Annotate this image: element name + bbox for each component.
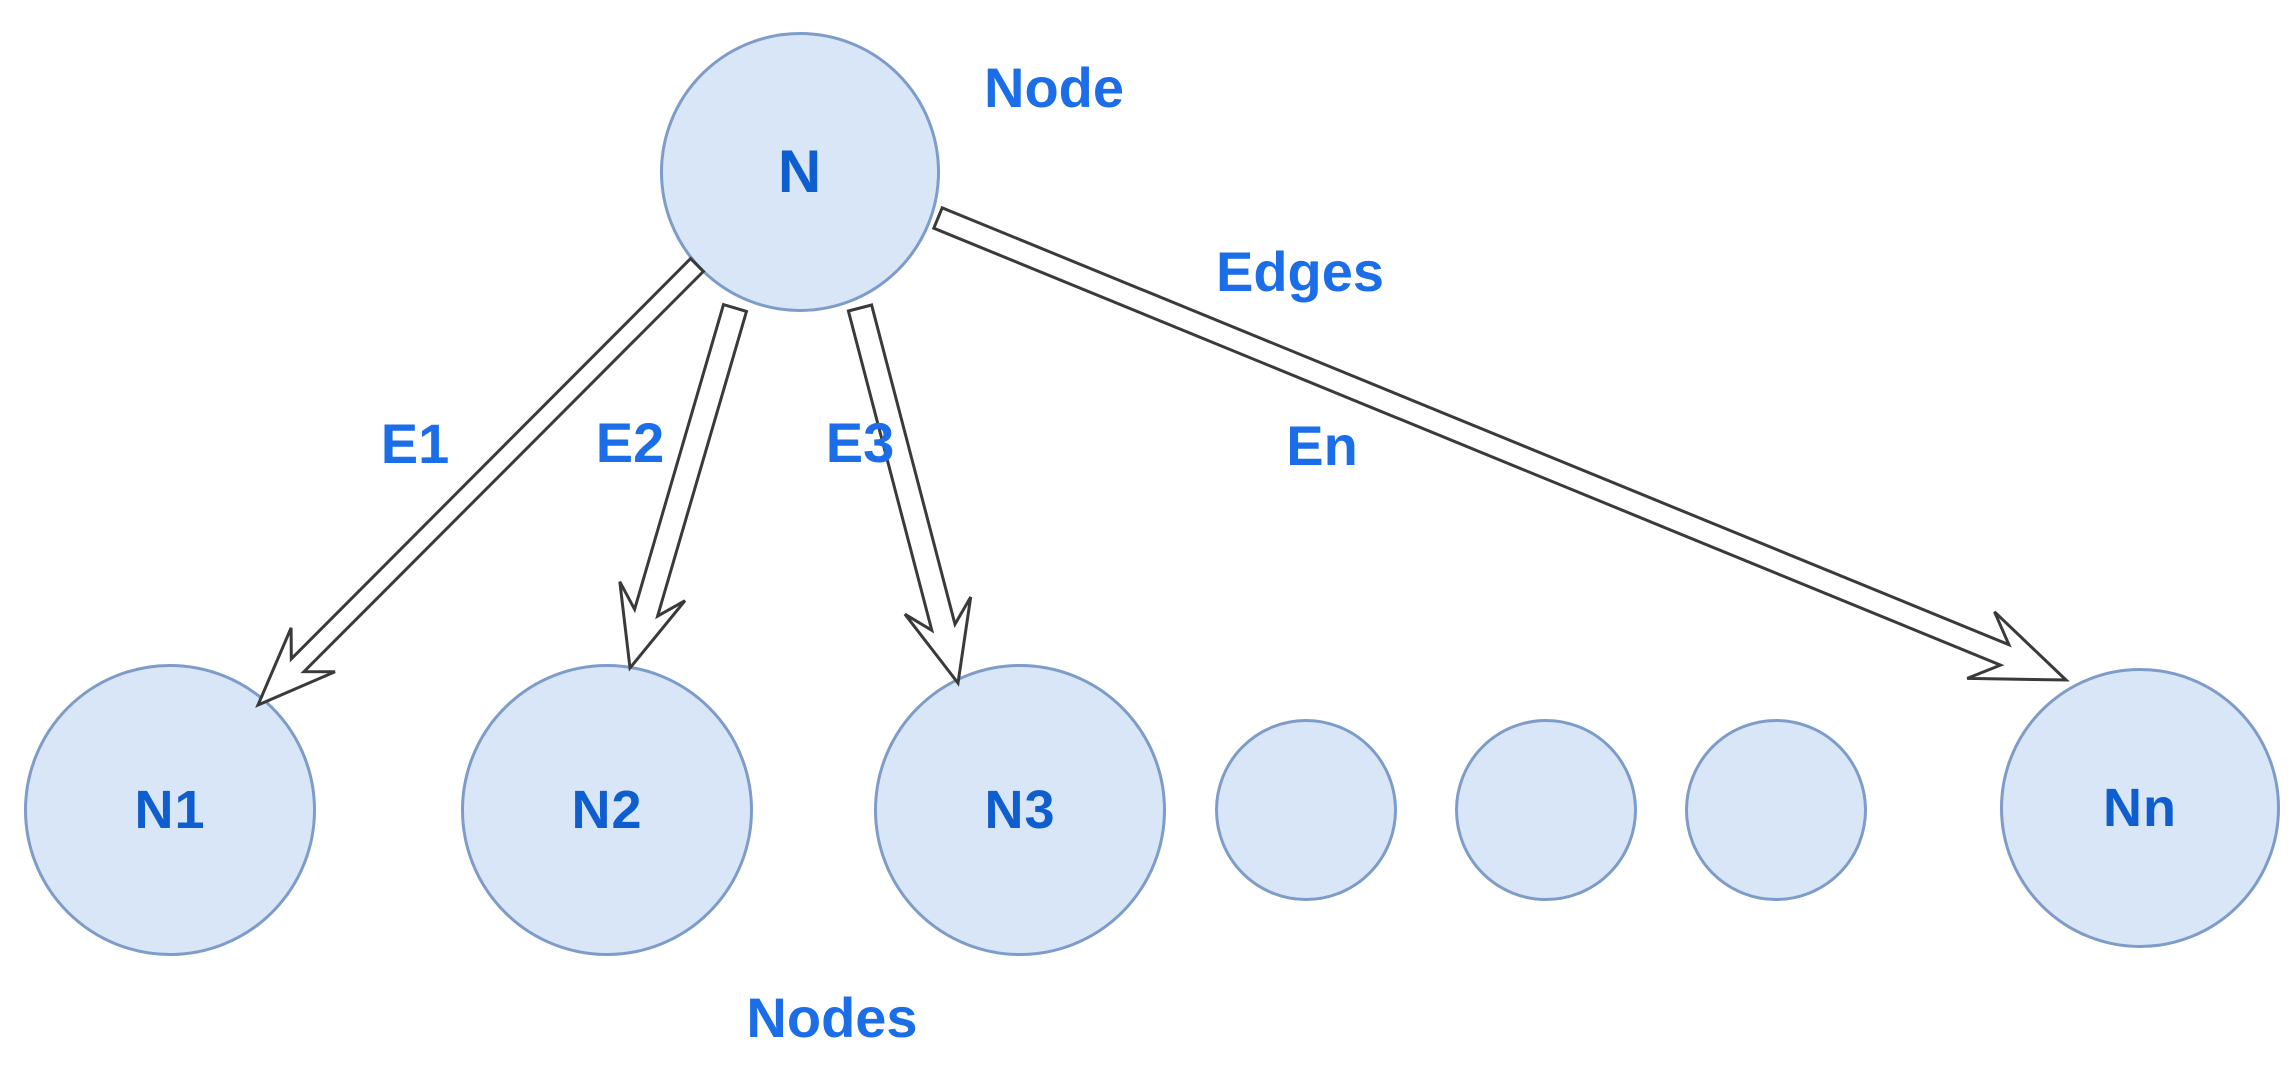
node-N1: N1: [24, 664, 316, 956]
label-edges: Edges: [1215, 240, 1385, 303]
label-en: En: [1286, 414, 1358, 477]
node-N3-label: N3: [984, 780, 1056, 840]
label-node: Node: [984, 56, 1124, 119]
label-e3: E3: [825, 411, 895, 474]
label-e2: E2: [595, 411, 665, 474]
node-small-3: [1685, 719, 1867, 901]
node-N: N: [660, 32, 940, 312]
edge-arrow-e2: [618, 302, 749, 672]
node-N2-label: N2: [571, 780, 643, 840]
edge-arrow-en: [931, 205, 2070, 682]
node-N-label: N: [777, 138, 823, 205]
edge-arrow-e3: [846, 303, 973, 687]
edge-arrow-e1: [255, 256, 706, 708]
node-N1-label: N1: [134, 780, 206, 840]
node-small-1: [1215, 719, 1397, 901]
node-N2: N2: [461, 664, 753, 956]
label-nodes: Nodes: [746, 986, 918, 1049]
node-Nn: Nn: [2000, 668, 2280, 948]
node-N3: N3: [874, 664, 1166, 956]
label-e1: E1: [380, 412, 450, 475]
node-small-2: [1455, 719, 1637, 901]
node-Nn-label: Nn: [2103, 778, 2177, 838]
